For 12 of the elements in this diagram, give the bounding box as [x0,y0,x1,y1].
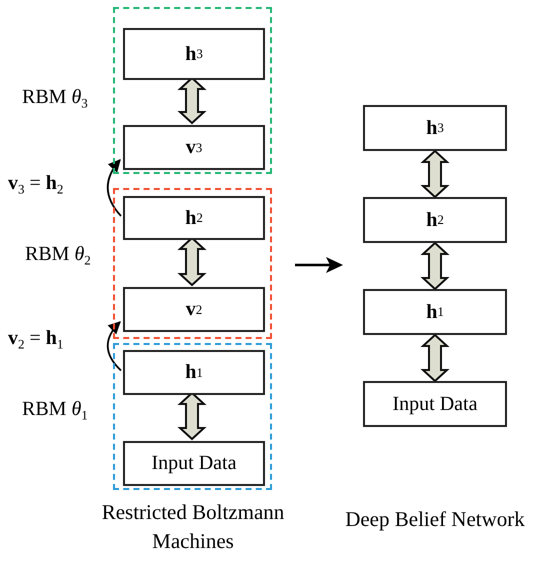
edge-label: v$_{3}$ = h$_{2}$ [8,172,64,197]
caption-text: Restricted Boltzmann Machines [100,499,286,556]
group-label: RBM θ$_{2}$ [25,243,91,268]
layer-box: Input Data [363,381,507,427]
group-label: RBM θ$_{1}$ [22,398,88,423]
double-block-arrow [420,150,450,198]
edge-label: v$_{2}$ = h$_{1}$ [8,327,64,352]
layer-box: Input Data [123,441,265,486]
group-label: RBM θ$_{3}$ [22,86,88,111]
double-block-arrow [420,242,450,290]
double-block-arrow [420,334,450,382]
caption-text: Deep Belief Network [344,506,526,533]
